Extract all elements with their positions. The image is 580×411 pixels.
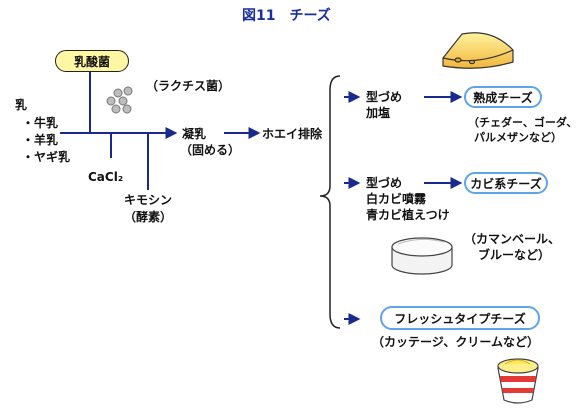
- cheese-wedge-icon: [442, 32, 514, 69]
- lactis-bacteria-label: （ラクチス菌）: [146, 79, 231, 93]
- main-flow-lines: [60, 72, 463, 325]
- mold-examples-line2: ブルーなど）: [478, 248, 551, 262]
- enzyme-label: （酵素）: [123, 210, 172, 224]
- ripened-step-salting: 加塩: [366, 106, 391, 120]
- whey-removal-label: ホエイ排除: [262, 127, 323, 141]
- mold-step-white-spray: 白カビ噴霧: [366, 192, 427, 206]
- bacteria-dots-icon: [106, 86, 133, 114]
- mold-step-blue-planting: 青カビ植えつけ: [366, 208, 450, 222]
- fresh-cheese-cup-icon: [497, 358, 539, 404]
- cacl2-label: CaCl₂: [88, 170, 124, 184]
- mold-examples-line1: （カマンベール、: [464, 232, 561, 246]
- milk-heading: 乳: [15, 98, 28, 112]
- coagulation-note: （固める）: [180, 143, 241, 157]
- fresh-examples: （カッテージ、クリームなど）: [372, 335, 540, 349]
- coagulation-label: 凝乳: [182, 127, 207, 141]
- ripened-examples-line2: パルメザンなど）: [474, 131, 562, 144]
- milk-item-sheep: ・羊乳: [22, 133, 59, 147]
- page-title: 図11 チーズ: [242, 8, 331, 24]
- ripened-step-molding: 型づめ: [366, 90, 403, 104]
- mold-cheese-pill: カビ系チーズ: [464, 172, 548, 194]
- fresh-cheese-pill: フレッシュタイプチーズ: [380, 306, 540, 330]
- ripened-examples-line1: （チェダー、ゴーダ、: [468, 116, 578, 129]
- branch-brace: [319, 75, 341, 329]
- milk-item-cow: ・牛乳: [22, 116, 59, 130]
- chymosin-label: キモシン: [123, 193, 172, 207]
- milk-item-goat: ・ヤギ乳: [22, 150, 71, 164]
- mold-step-molding: 型づめ: [366, 176, 403, 190]
- lactic-bacteria-pill: 乳酸菌: [55, 50, 129, 72]
- ripened-cheese-pill: 熟成チーズ: [464, 86, 542, 108]
- camembert-icon: [391, 237, 453, 275]
